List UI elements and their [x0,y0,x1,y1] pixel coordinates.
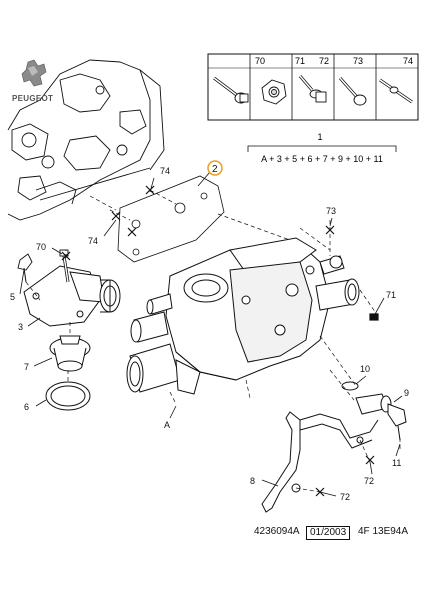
bolt-marks [61,185,379,497]
sensor-9 [355,393,407,441]
footer-reference: 4236094A [254,526,300,537]
legend-col-72: 72 [319,56,329,66]
footer-code: 4F 13E94A [358,526,409,537]
callout-8: 8 [250,476,255,486]
brand-name: PEUGEOT [12,94,54,103]
bolt-73-icon [338,77,367,106]
set-number: 1 [317,132,322,142]
peugeot-lion-logo [21,59,47,87]
callout-9: 9 [404,388,409,398]
screw-5 [17,253,33,283]
leader-lines [19,171,403,497]
gasket-2 [117,175,225,263]
callout-10: 10 [360,364,370,374]
set-bracket: 1 A + 3 + 5 + 6 + 7 + 9 + 10 + 11 [247,132,397,164]
seal-6 [45,381,91,411]
callout-7: 7 [24,362,29,372]
callouts: 2 74 74 70 5 3 7 6 73 71 10 9 11 72 8 72… [10,160,409,502]
callout-72a: 72 [364,476,374,486]
bolt-72-icon [298,75,327,103]
footer-date: 01/2003 [306,526,351,540]
legend-col-70: 70 [255,56,265,66]
fastener-legend: 70 71 72 73 74 [207,53,419,121]
stud-74-icon [379,78,413,104]
legend-col-74: 74 [403,56,413,66]
callout-3: 3 [18,322,23,332]
bolt-70-left [59,249,70,283]
callout-70: 70 [36,242,46,252]
callout-2-highlight [207,160,223,176]
thermostat-7 [49,335,91,372]
bracket-8 [261,411,379,513]
callout-A: A [164,420,170,430]
callout-72b: 72 [340,492,350,502]
outlet-elbow-3 [23,265,121,327]
callout-2: 2 [212,164,218,175]
bolt-70-icon [213,76,249,104]
callout-74a: 74 [160,166,170,176]
clip-10 [341,381,359,391]
outlet-pipes [126,293,201,395]
nut-71-icon [261,79,287,105]
callout-74b: 74 [88,236,98,246]
set-formula: A + 3 + 5 + 6 + 7 + 9 + 10 + 11 [261,154,383,164]
assembly-lines [25,189,401,493]
callout-71: 71 [386,290,396,300]
right-outlet [315,255,360,311]
callout-11: 11 [392,458,401,468]
callout-5: 5 [10,292,15,302]
legend-col-71: 71 [295,56,305,66]
engine-block [7,59,165,221]
legend-col-73: 73 [353,56,363,66]
callout-6: 6 [24,402,29,412]
thermostat-housing [165,237,331,381]
callout-73: 73 [326,206,336,216]
